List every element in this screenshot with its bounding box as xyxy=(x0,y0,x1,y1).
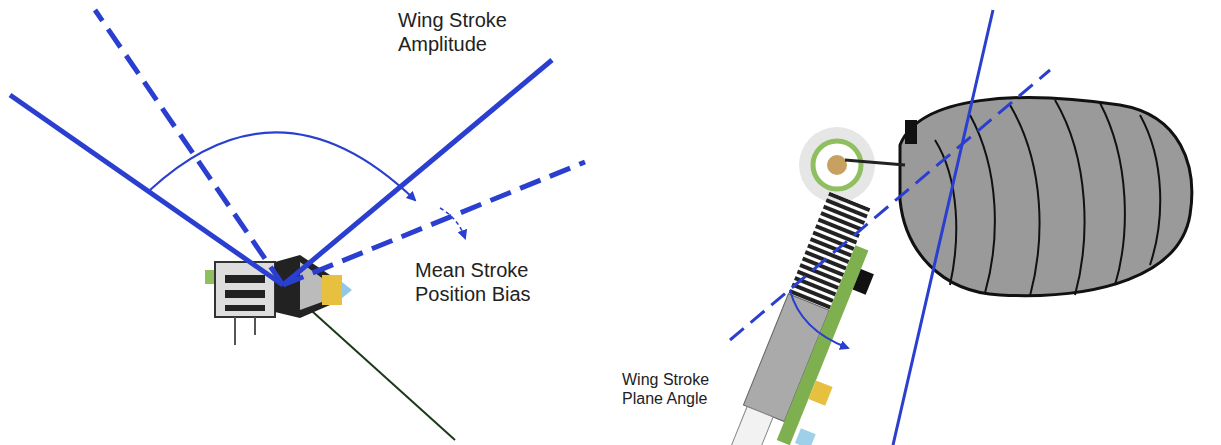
stroke-limit xyxy=(10,95,283,285)
annotation-label: Mean Stroke Position Bias xyxy=(415,258,575,306)
bias-arrow xyxy=(440,208,465,238)
amplitude-arrow xyxy=(150,132,415,200)
reference-plane xyxy=(730,70,1050,340)
stroke-plane xyxy=(893,10,993,445)
robot-side-view xyxy=(721,98,1192,445)
biased-stroke-limit xyxy=(95,10,283,285)
annotation-label: Wing Stroke Plane Angle xyxy=(622,370,732,408)
stroke-limit xyxy=(283,60,552,285)
angle-arrow xyxy=(790,290,848,348)
robot-top-view xyxy=(205,255,455,440)
annotation-label: Wing Stroke Amplitude xyxy=(398,8,538,56)
